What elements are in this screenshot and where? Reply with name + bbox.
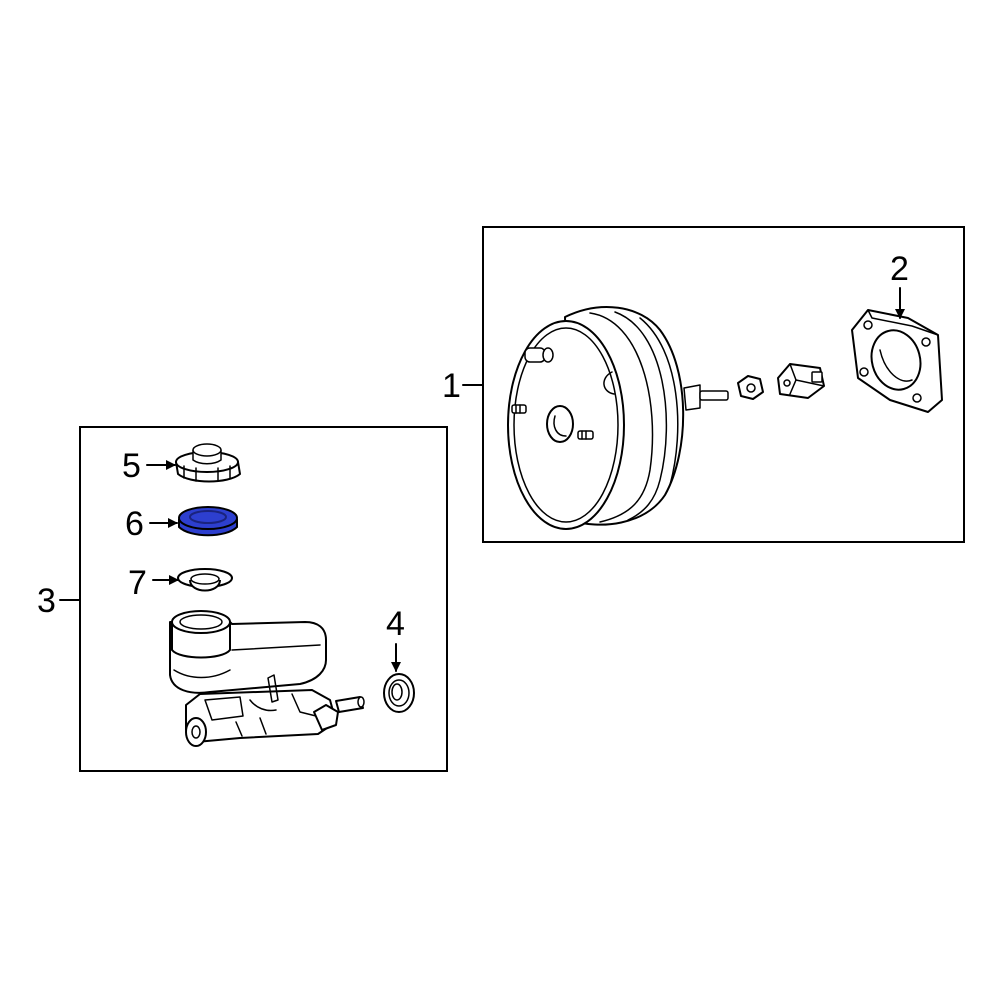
clevis-nut [737, 375, 764, 400]
master-cylinder-seal[interactable] [383, 673, 415, 713]
reservoir-cap-gasket[interactable] [178, 506, 238, 537]
brake-booster[interactable] [507, 306, 729, 530]
booster-studs [511, 347, 615, 440]
callout-7[interactable]: 7 [128, 564, 147, 602]
callout-6[interactable]: 6 [125, 505, 144, 543]
callout-5[interactable]: 5 [122, 447, 141, 485]
clevis [777, 363, 825, 399]
booster-gasket[interactable] [851, 309, 943, 413]
callout-3[interactable]: 3 [37, 582, 56, 620]
callout-4[interactable]: 4 [386, 605, 405, 643]
reservoir-strainer[interactable] [177, 568, 233, 592]
master-cylinder[interactable] [169, 610, 365, 747]
booster-push-rod [683, 384, 729, 411]
reservoir-cap[interactable] [175, 443, 241, 483]
callout-2[interactable]: 2 [890, 250, 909, 288]
callout-1[interactable]: 1 [442, 367, 461, 405]
